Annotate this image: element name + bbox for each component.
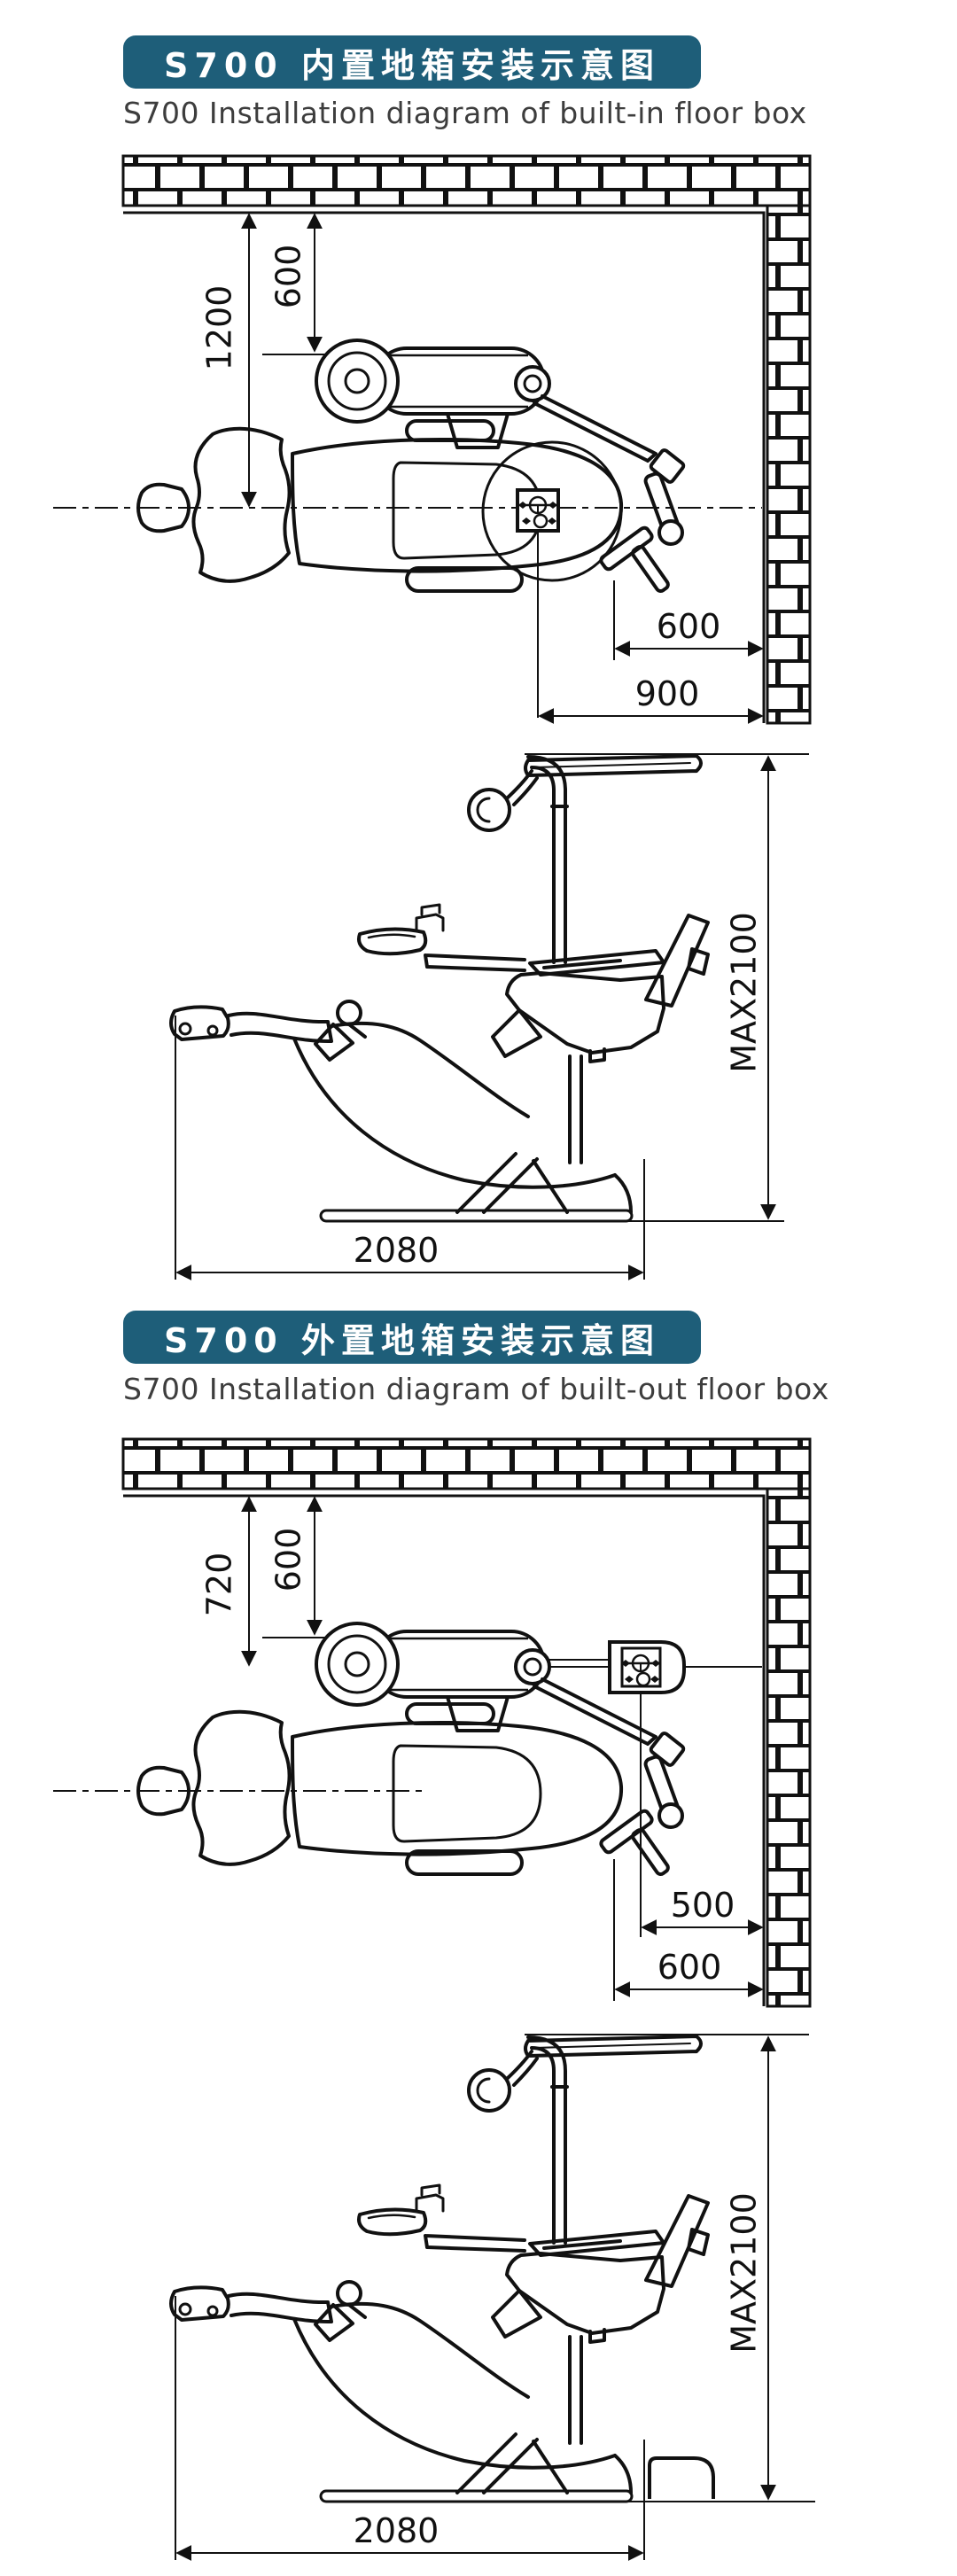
- dim-swing-to-wall: 600: [657, 607, 721, 646]
- dimensions-top-built-in: [241, 213, 764, 724]
- dimensions-side-built-out: [175, 2034, 815, 2561]
- external-floor-box-side: [648, 2456, 715, 2499]
- top-view-built-out: 720 600 500 600: [53, 1437, 812, 2008]
- section1-subtitle: S700 Installation diagram of built-in fl…: [123, 96, 807, 130]
- wall-built-out: [121, 1437, 812, 2008]
- section2-title: S700 外置地箱安装示意图: [164, 1320, 660, 1360]
- dim-wall-to-chair-center: 1200: [200, 285, 239, 371]
- side-view-built-out: MAX2100 2080: [169, 2034, 815, 2561]
- dim-wall-to-unit-center: 720: [200, 1553, 239, 1617]
- dim-chair-to-wall: 600: [657, 1948, 722, 1987]
- dim-wall-to-unit-top: 600: [269, 245, 308, 309]
- dimensions-side-built-in: [175, 753, 809, 1280]
- dim-max-height: MAX2100: [725, 2192, 764, 2354]
- section1-title-banner: S700 内置地箱安装示意图: [123, 35, 701, 89]
- dim-overall-length: 2080: [354, 2511, 440, 2550]
- section1-title: S700 内置地箱安装示意图: [164, 45, 660, 85]
- floor-box-built-in: [516, 488, 560, 718]
- section2-title-banner: S700 外置地箱安装示意图: [123, 1311, 701, 1364]
- unit-swing-circle: [481, 440, 623, 582]
- unit-centerline: [549, 1659, 762, 1668]
- section2-subtitle: S700 Installation diagram of built-out f…: [123, 1372, 829, 1406]
- dim-max-height: MAX2100: [725, 912, 764, 1073]
- dim-overall-length: 2080: [354, 1231, 440, 1270]
- floor-box-built-out: [608, 1640, 686, 1937]
- dimensions-top-built-out: [241, 1496, 764, 2001]
- dim-floorbox-to-wall: 900: [635, 674, 700, 713]
- side-view-built-in: MAX2100 2080: [169, 753, 809, 1280]
- wall-built-in: [121, 154, 812, 725]
- top-view-built-in: 1200 600 600 900: [53, 154, 812, 725]
- dim-floorbox-to-wall: 500: [671, 1886, 735, 1925]
- dim-wall-to-unit-top: 600: [269, 1528, 308, 1592]
